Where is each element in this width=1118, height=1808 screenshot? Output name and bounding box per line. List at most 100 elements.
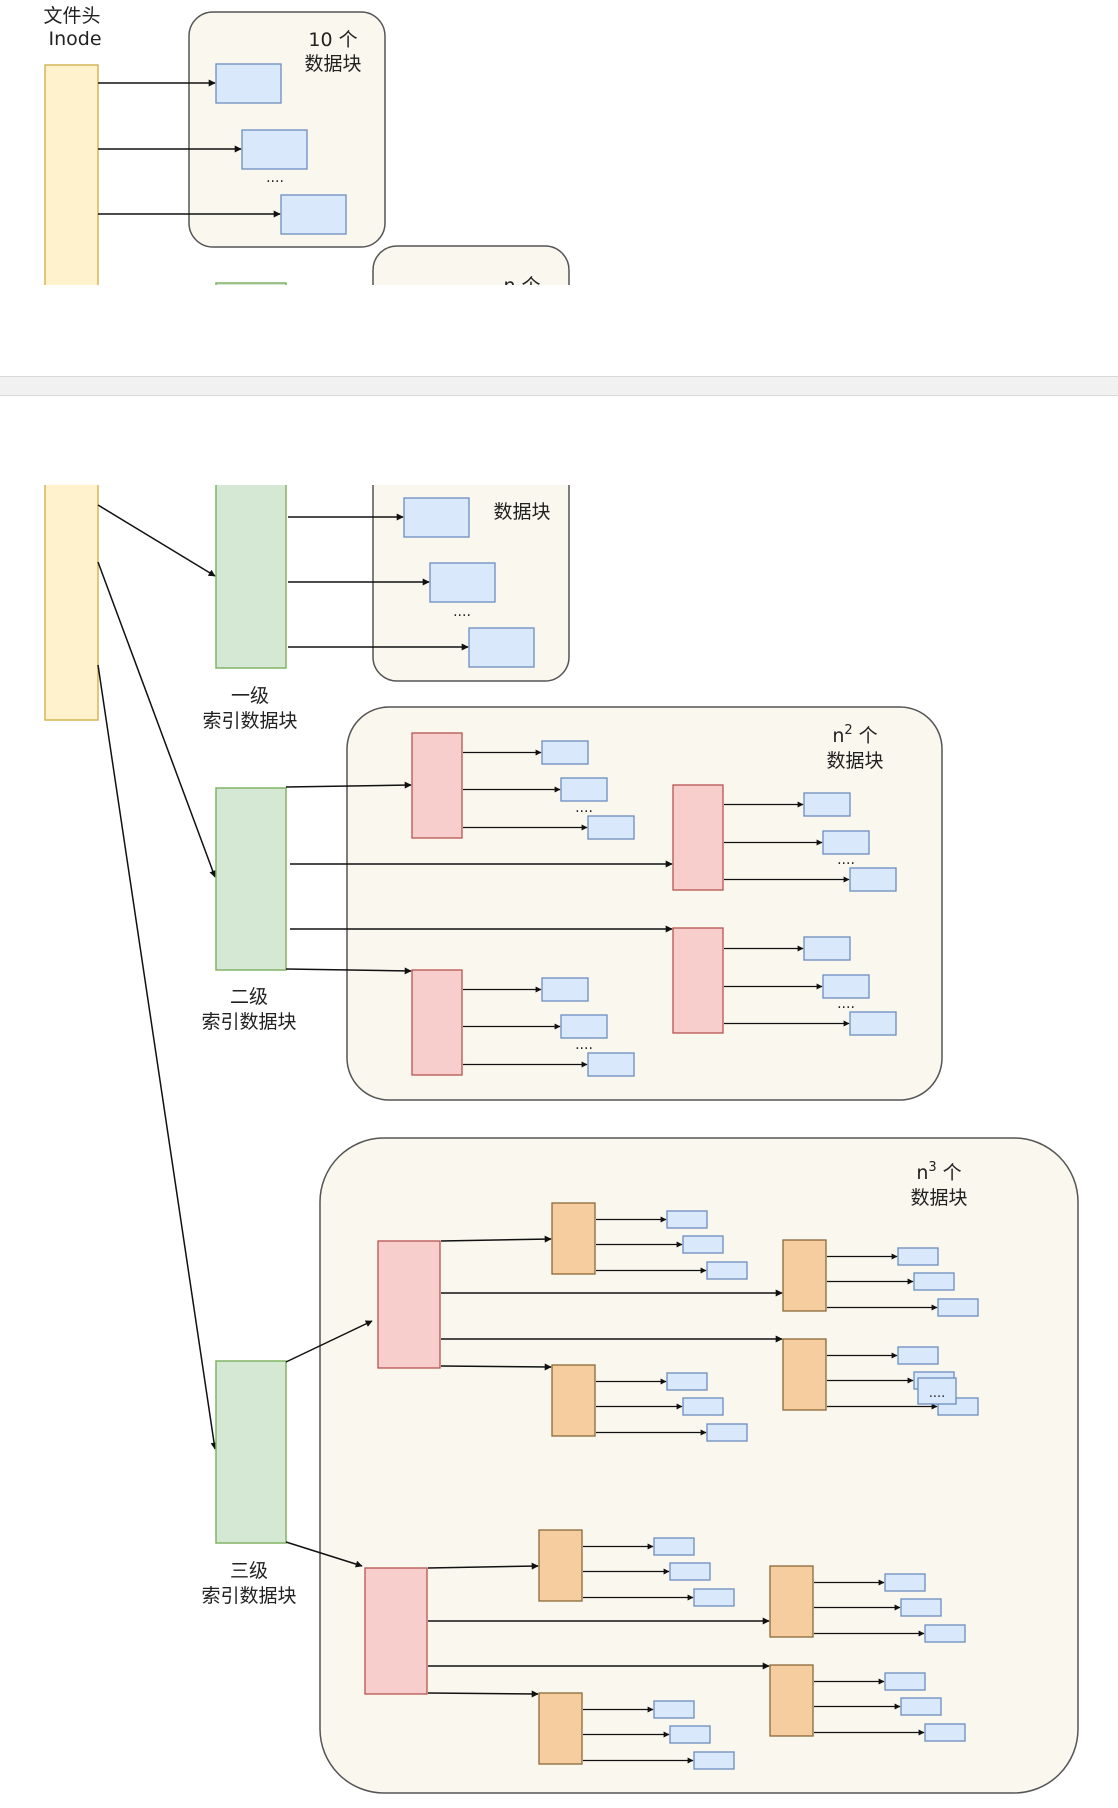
- data-block: [822, 974, 870, 999]
- inode-block: [44, 485, 99, 721]
- data-block: [803, 936, 851, 961]
- inode-subtitle: Inode: [48, 28, 101, 50]
- triple-count-label: n3 个: [916, 1160, 961, 1184]
- inode-pointer: [97, 561, 217, 878]
- data-block: [803, 792, 851, 817]
- ellipsis: ....: [837, 852, 855, 868]
- triple-pointer: [285, 1541, 363, 1568]
- single-index-name: 一级: [231, 685, 269, 707]
- single-unit-label: 数据块: [493, 501, 550, 523]
- data-block: [693, 1588, 735, 1607]
- ellipsis: ....: [929, 1386, 946, 1401]
- data-block: [913, 1272, 955, 1291]
- inode-pointer: [97, 504, 216, 577]
- data-block: [924, 1624, 966, 1643]
- pointer-arrow: [285, 781, 412, 789]
- inode-pointer: [97, 664, 218, 1450]
- single-data-group: [372, 245, 570, 285]
- data-block: [429, 562, 496, 603]
- ellipsis: ....: [837, 996, 855, 1012]
- triple-index-name: 三级: [230, 1560, 268, 1582]
- ellipsis: ....: [575, 800, 593, 816]
- double-index-block: [215, 787, 287, 971]
- third-level-index-block: [551, 1202, 596, 1275]
- triple-data-group: [319, 1137, 1079, 1794]
- data-block: [241, 129, 308, 170]
- pointer-arrow: [440, 1235, 552, 1243]
- direct-count-label: 10 个: [308, 29, 357, 51]
- second-level-index-block: [377, 1240, 441, 1369]
- data-block: [560, 777, 608, 802]
- third-level-index-block: [769, 1565, 814, 1638]
- double-data-group: [346, 706, 943, 1101]
- third-level-index-block: [782, 1239, 827, 1312]
- third-level-index-block: [538, 1692, 583, 1765]
- pointer-arrow: [427, 1690, 539, 1698]
- data-block: [897, 1346, 939, 1365]
- third-level-index-block: [782, 1338, 827, 1411]
- data-block: [682, 1397, 724, 1416]
- data-block: [541, 740, 589, 765]
- double-index-name: 索引数据块: [201, 1011, 296, 1033]
- data-block: [900, 1598, 942, 1617]
- double-count-label: n2 个: [832, 723, 877, 747]
- data-block: [468, 627, 535, 668]
- data-block: [897, 1247, 939, 1266]
- triple-index-block: [215, 1360, 287, 1544]
- ellipsis-block: [917, 1377, 957, 1405]
- triple-index-name: 索引数据块: [201, 1585, 296, 1607]
- data-block: [937, 1298, 979, 1317]
- inode-title: 文件头: [43, 5, 100, 27]
- data-block: [541, 977, 589, 1002]
- single-index-block: [215, 485, 287, 669]
- bottom-fragment: 数据块 .... 一级 索引数据块 二级 索引数据块 n2 个 数据块 ....…: [44, 485, 1079, 1794]
- ellipsis: ....: [453, 604, 471, 620]
- data-block: [693, 1751, 735, 1770]
- triple-index-tree: ....: [364, 1202, 979, 1770]
- triple-pointer: [285, 1320, 373, 1363]
- data-block: [682, 1235, 724, 1254]
- direct-unit-label: 数据块: [304, 53, 361, 75]
- single-count-fragment: n 个: [503, 275, 540, 297]
- second-level-index-block: [411, 732, 463, 839]
- double-index-name: 二级: [230, 986, 268, 1008]
- data-block: [560, 1014, 608, 1039]
- data-block: [849, 867, 897, 892]
- data-block: [706, 1261, 748, 1280]
- second-level-index-block: [672, 784, 724, 891]
- data-block: [900, 1697, 942, 1716]
- data-block: [653, 1700, 695, 1719]
- data-block: [587, 1052, 635, 1077]
- third-level-index-block: [538, 1529, 583, 1602]
- inode-block: [44, 64, 99, 285]
- single-index-name: 索引数据块: [202, 710, 297, 732]
- data-block: [653, 1537, 695, 1556]
- third-level-index-block: [769, 1664, 814, 1737]
- second-level-index-block: [364, 1567, 428, 1695]
- data-block: [669, 1562, 711, 1581]
- data-block: [666, 1372, 708, 1391]
- data-block: [924, 1723, 966, 1742]
- data-block: [666, 1210, 708, 1229]
- data-block: [403, 497, 470, 538]
- ellipsis: ....: [266, 170, 284, 186]
- data-block: [280, 194, 347, 235]
- data-block: [706, 1423, 748, 1442]
- data-block: [849, 1011, 897, 1036]
- data-block: [215, 63, 282, 104]
- third-level-index-block: [551, 1364, 596, 1437]
- screen-divider: [0, 376, 1118, 396]
- top-fragment: 文件头 Inode 10 个 数据块 .... n 个: [43, 5, 570, 297]
- ellipsis: ....: [575, 1037, 593, 1053]
- data-block: [884, 1573, 926, 1592]
- double-index-tree: ................: [285, 732, 897, 1077]
- pointer-arrow: [427, 1562, 539, 1570]
- data-block: [822, 830, 870, 855]
- pointer-arrow: [285, 967, 412, 975]
- single-index-block: [215, 282, 287, 285]
- second-level-index-block: [672, 927, 724, 1034]
- data-block: [669, 1725, 711, 1744]
- data-block: [587, 815, 635, 840]
- triple-unit-label: 数据块: [910, 1187, 967, 1209]
